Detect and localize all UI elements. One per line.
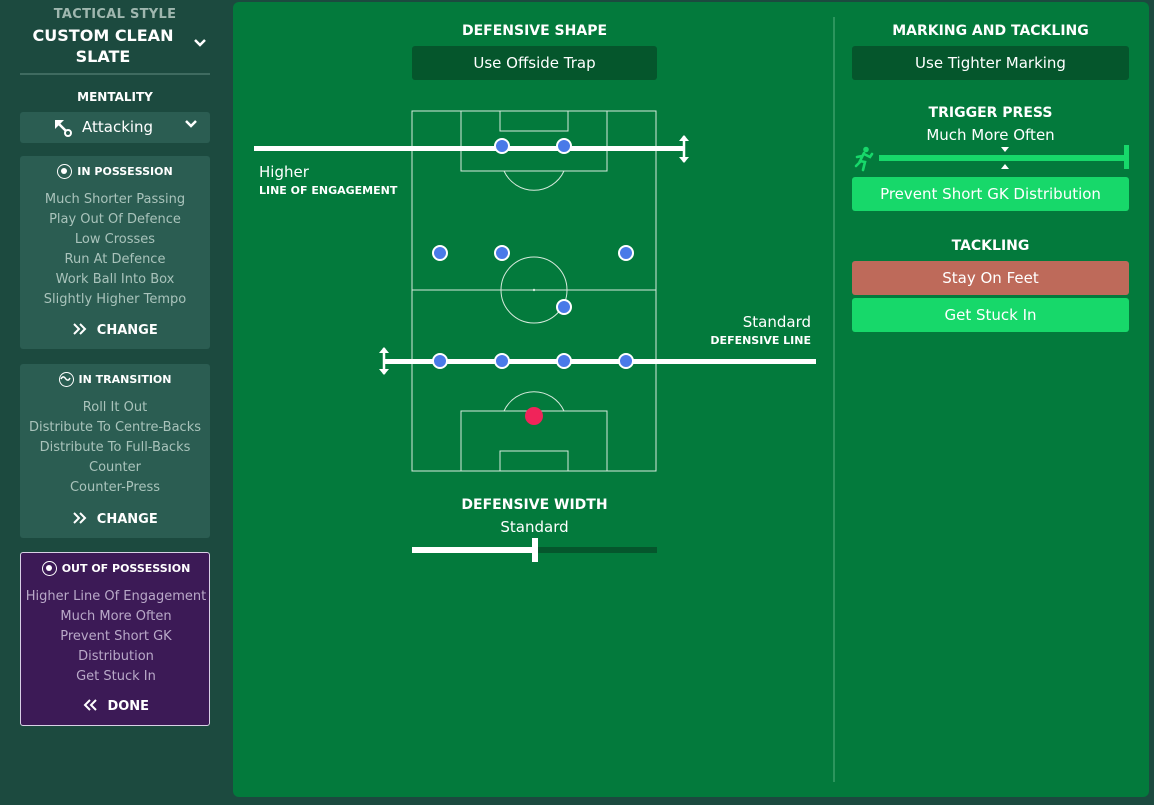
list-item: Play Out Of Defence bbox=[49, 212, 181, 227]
player-marker bbox=[556, 138, 572, 154]
goalkeeper-marker bbox=[525, 407, 543, 425]
in-transition-header: IN TRANSITION bbox=[20, 372, 210, 387]
player-marker bbox=[432, 245, 448, 261]
transition-wave-icon bbox=[58, 372, 74, 387]
in-transition-change-button[interactable]: CHANGE bbox=[20, 512, 210, 527]
out-of-possession-done-button[interactable]: DONE bbox=[21, 699, 211, 714]
mentality-dropdown[interactable] bbox=[20, 112, 210, 143]
in-possession-header: IN POSSESSION bbox=[20, 164, 210, 179]
trigger-press-slider[interactable] bbox=[879, 145, 1129, 169]
marking-tackling-title: MARKING AND TACKLING bbox=[892, 23, 1089, 39]
list-item: Much More Often bbox=[60, 609, 172, 624]
list-item: Distribute To Full-Backs bbox=[39, 440, 191, 455]
in-possession-panel[interactable]: IN POSSESSION Much Shorter Passing Play … bbox=[20, 156, 210, 349]
tactical-style-name[interactable]: CUSTOM CLEAN SLATE bbox=[32, 26, 174, 66]
attacking-arrow-icon bbox=[52, 117, 72, 137]
out-of-possession-settings: DEFENSIVE SHAPE Use Offside Trap Higher … bbox=[233, 2, 1149, 797]
list-item: Low Crosses bbox=[74, 232, 156, 247]
engagement-label: LINE OF ENGAGEMENT bbox=[259, 184, 398, 197]
list-item: Work Ball Into Box bbox=[55, 272, 175, 287]
engagement-drag-handle-icon[interactable] bbox=[676, 134, 692, 168]
defensive-width-value: Standard bbox=[500, 518, 569, 536]
list-item: Counter bbox=[89, 460, 141, 475]
in-transition-panel[interactable]: IN TRANSITION Roll It Out Distribute To … bbox=[20, 364, 210, 538]
trigger-press-handle[interactable] bbox=[1124, 145, 1129, 169]
prevent-short-gk-button[interactable]: Prevent Short GK Distribution bbox=[852, 177, 1129, 211]
out-of-possession-title: OUT OF POSSESSION bbox=[61, 562, 191, 575]
tactical-style-chevron-down-icon[interactable] bbox=[190, 36, 210, 56]
out-of-possession-header: OUT OF POSSESSION bbox=[21, 561, 211, 576]
offside-trap-button[interactable]: Use Offside Trap bbox=[412, 46, 657, 80]
list-item: Slightly Higher Tempo bbox=[43, 292, 187, 307]
stay-on-feet-option[interactable]: Stay On Feet bbox=[852, 261, 1129, 295]
tighter-marking-button[interactable]: Use Tighter Marking bbox=[852, 46, 1129, 80]
tackling-title: TACKLING bbox=[951, 238, 1030, 254]
defensive-width-slider[interactable] bbox=[412, 538, 657, 562]
list-item: Distribution bbox=[78, 649, 154, 664]
player-marker bbox=[556, 299, 572, 315]
defensive-shape-title: DEFENSIVE SHAPE bbox=[461, 23, 608, 39]
default-marker-icon bbox=[1001, 147, 1009, 173]
divider bbox=[20, 73, 210, 75]
in-transition-title: IN TRANSITION bbox=[78, 373, 172, 386]
shield-ball-icon bbox=[41, 561, 57, 576]
change-label: CHANGE bbox=[96, 512, 158, 527]
engagement-value: Higher bbox=[259, 163, 309, 181]
defensive-width-title: DEFENSIVE WIDTH bbox=[461, 497, 608, 513]
double-chevron-left-icon bbox=[83, 699, 108, 714]
change-label: CHANGE bbox=[96, 323, 158, 338]
running-player-icon bbox=[853, 146, 875, 176]
mentality-label: MENTALITY bbox=[77, 90, 153, 104]
list-item: Run At Defence bbox=[64, 252, 166, 267]
mentality-chevron-down-icon[interactable] bbox=[184, 118, 198, 133]
list-item: Prevent Short GK bbox=[60, 629, 172, 644]
column-divider bbox=[833, 17, 835, 782]
defensive-width-fill bbox=[412, 547, 535, 553]
mentality-value: Attacking bbox=[82, 118, 154, 136]
player-marker bbox=[494, 353, 510, 369]
list-item: Roll It Out bbox=[82, 400, 148, 415]
ball-icon bbox=[57, 164, 73, 179]
in-possession-list: Much Shorter Passing Play Out Of Defence… bbox=[20, 190, 210, 310]
tactics-sidebar: TACTICAL STYLE CUSTOM CLEAN SLATE MENTAL… bbox=[0, 0, 230, 805]
defensive-line-label: DEFENSIVE LINE bbox=[710, 334, 811, 347]
trigger-press-title: TRIGGER PRESS bbox=[928, 105, 1053, 121]
done-label: DONE bbox=[107, 699, 150, 714]
get-stuck-in-option[interactable]: Get Stuck In bbox=[852, 298, 1129, 332]
list-item: Higher Line Of Engagement bbox=[25, 589, 207, 604]
player-marker bbox=[432, 353, 448, 369]
line-of-engagement-slider[interactable] bbox=[254, 146, 684, 151]
list-item: Distribute To Centre-Backs bbox=[28, 420, 201, 435]
double-chevron-right-icon bbox=[72, 323, 97, 338]
in-transition-list: Roll It Out Distribute To Centre-Backs D… bbox=[20, 398, 210, 498]
trigger-press-value: Much More Often bbox=[926, 126, 1055, 144]
tactical-style-label: TACTICAL STYLE bbox=[53, 7, 177, 22]
out-of-possession-panel[interactable]: OUT OF POSSESSION Higher Line Of Engagem… bbox=[20, 552, 210, 726]
player-marker bbox=[556, 353, 572, 369]
defensive-line-drag-handle-icon[interactable] bbox=[376, 346, 392, 380]
in-possession-title: IN POSSESSION bbox=[77, 165, 173, 178]
trigger-press-fill bbox=[879, 155, 1129, 161]
list-item: Get Stuck In bbox=[76, 669, 156, 684]
player-marker bbox=[618, 353, 634, 369]
player-marker bbox=[618, 245, 634, 261]
player-marker bbox=[494, 138, 510, 154]
list-item: Much Shorter Passing bbox=[44, 192, 186, 207]
double-chevron-right-icon bbox=[72, 512, 97, 527]
list-item: Counter-Press bbox=[69, 480, 161, 495]
defensive-line-slider[interactable] bbox=[384, 359, 816, 364]
defensive-width-handle[interactable] bbox=[531, 538, 538, 562]
in-possession-change-button[interactable]: CHANGE bbox=[20, 323, 210, 338]
out-of-possession-list: Higher Line Of Engagement Much More Ofte… bbox=[21, 587, 211, 687]
player-marker bbox=[494, 245, 510, 261]
defensive-line-value: Standard bbox=[742, 313, 811, 331]
